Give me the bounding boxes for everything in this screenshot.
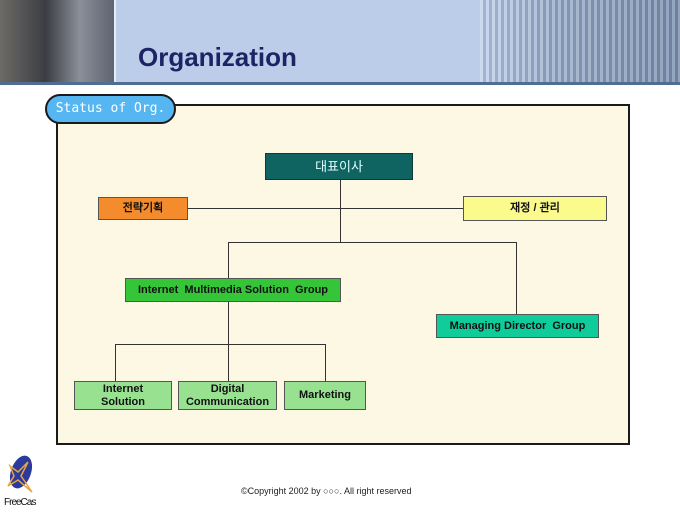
connector — [228, 242, 229, 278]
internet-solution-box: Internet Solution — [74, 381, 172, 410]
section-label: Status of Org. — [45, 94, 176, 124]
marketing-box: Marketing — [284, 381, 366, 410]
copyright-text: ©Copyright 2002 by ○○○. All right reserv… — [241, 486, 412, 496]
svg-text:FreeCast: FreeCast — [4, 497, 36, 508]
digital-communication-box: Digital Communication — [178, 381, 277, 410]
strategy-box: 전략기획 — [98, 197, 188, 220]
header-banner: Organization — [0, 0, 680, 82]
connector — [188, 208, 463, 209]
connector — [340, 180, 341, 242]
ims-group-box: Internet Multimedia Solution Group — [125, 278, 341, 302]
connector — [516, 242, 517, 314]
finance-box: 재정 / 관리 — [463, 196, 607, 221]
businessman-photo — [0, 0, 116, 82]
connector — [228, 242, 517, 243]
ceo-box: 대표이사 — [265, 153, 413, 180]
freecast-logo: FreeCast — [4, 452, 39, 508]
office-photo — [480, 0, 680, 82]
connector — [228, 302, 229, 381]
page-title: Organization — [138, 42, 297, 72]
header-divider — [0, 82, 680, 85]
connector — [325, 344, 326, 381]
md-group-box: Managing Director Group — [436, 314, 599, 338]
connector — [115, 344, 326, 345]
connector — [115, 344, 116, 381]
